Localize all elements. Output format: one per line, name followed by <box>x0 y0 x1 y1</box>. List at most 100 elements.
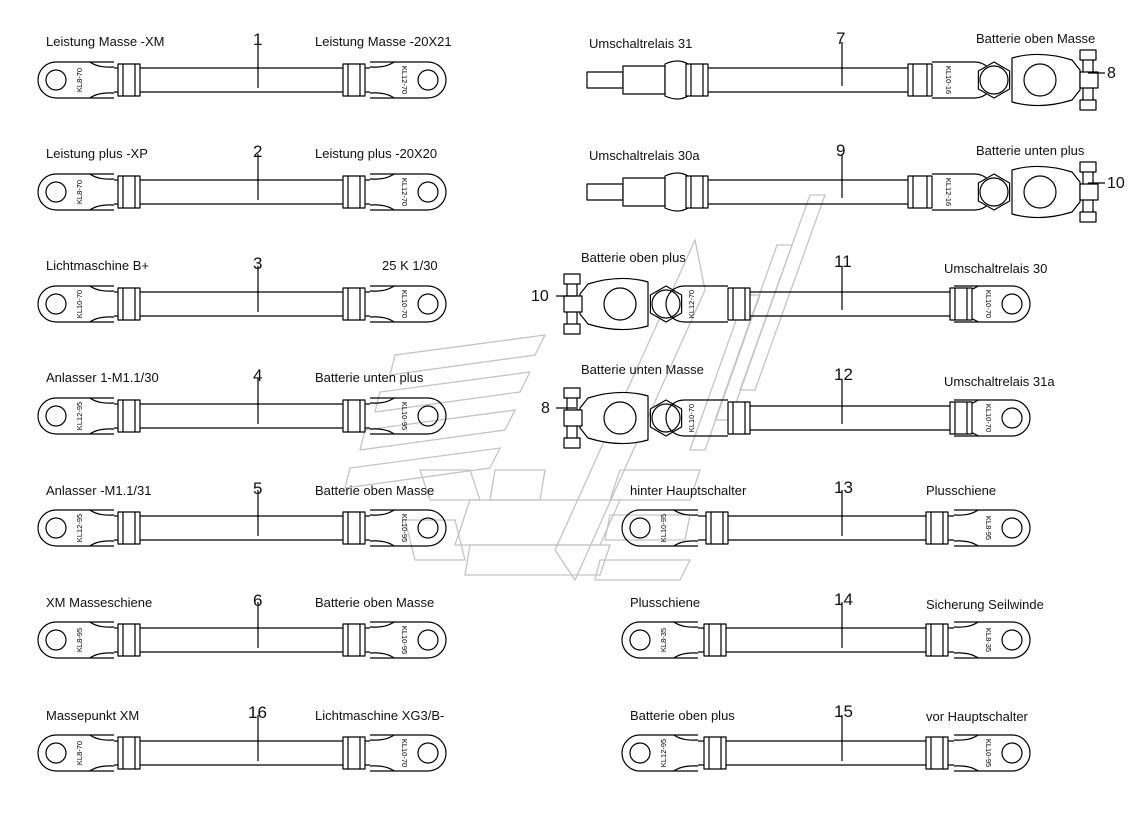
clamp-nut <box>1079 49 1097 61</box>
cable-12-terminal-ref: 8 <box>541 400 550 417</box>
cable-1-number: 1 <box>253 30 263 49</box>
lug-neck <box>369 621 395 659</box>
heat-shrink-sleeve <box>117 736 141 770</box>
cable-7-left-label: Umschaltrelais 31 <box>589 36 693 51</box>
right-lug-text: KL10-70 <box>984 290 993 318</box>
lug-neck <box>369 397 395 435</box>
cable-lug <box>37 397 114 435</box>
battery-clamp <box>1011 53 1081 107</box>
cable-lug <box>665 285 728 323</box>
cable-11-number: 11 <box>834 252 852 271</box>
cable-16-right-label: Lichtmaschine XG3/B- <box>315 708 445 723</box>
heat-shrink-sleeve <box>949 401 973 435</box>
heat-shrink-sleeve <box>342 63 366 97</box>
heat-shrink-sleeve <box>342 287 366 321</box>
stripped-end <box>586 183 624 201</box>
sleeve-flare <box>664 172 689 212</box>
cable-lug <box>370 173 447 211</box>
cable-7-number: 7 <box>836 29 846 48</box>
cable-lug <box>621 509 698 547</box>
cable-lug <box>621 734 698 772</box>
heat-shrink-sleeve <box>342 511 366 545</box>
heat-shrink-sleeve <box>117 63 141 97</box>
battery-clamp <box>1011 165 1081 219</box>
left-lug-text: KL10-70 <box>687 404 696 432</box>
cable-lug <box>37 285 114 323</box>
heat-shrink-sleeve <box>117 287 141 321</box>
battery-pole <box>603 287 637 321</box>
cable-lug <box>37 173 114 211</box>
lug-hole <box>1001 293 1023 315</box>
cable-12-right-label: Umschaltrelais 31a <box>944 374 1055 389</box>
cable-4-right-label: Batterie unten plus <box>315 370 424 385</box>
lug-neck <box>89 173 115 211</box>
cable-lug <box>954 285 1031 323</box>
heat-shrink-sleeve <box>342 399 366 433</box>
heat-shrink-sleeve <box>907 175 933 209</box>
right-lug-text: KL10-95 <box>400 402 409 430</box>
lug-hole <box>629 629 651 651</box>
left-lug-text: KL8-70 <box>75 180 84 204</box>
cable-13-number: 13 <box>834 478 853 497</box>
crimp-sleeve <box>622 177 666 207</box>
left-lug-text: KL8-35 <box>659 628 668 652</box>
lug-hole <box>1001 517 1023 539</box>
cable-3-right-label: 25 K 1/30 <box>382 258 438 273</box>
cable-lug <box>370 285 447 323</box>
lug-neck <box>953 734 979 772</box>
clamp-nut <box>1079 99 1097 111</box>
right-lug-text: KL12-70 <box>400 66 409 94</box>
heat-shrink-sleeve <box>727 401 751 435</box>
cable-12-left-label: Batterie unten Masse <box>581 362 704 377</box>
right-lug-text: KL10-16 <box>944 66 953 94</box>
lug-hole <box>45 69 67 91</box>
cable-6: KL8-95 KL10-95 <box>37 602 447 659</box>
cable-16-number: 16 <box>248 703 267 722</box>
lug-neck <box>89 397 115 435</box>
lug-hole <box>1001 407 1023 429</box>
cable-7: KL10-16 <box>586 42 1105 111</box>
heat-shrink-sleeve <box>703 736 727 770</box>
heat-shrink-sleeve <box>117 623 141 657</box>
battery-clamp <box>579 391 649 445</box>
right-lug-text: KL10-95 <box>400 626 409 654</box>
cable-3-left-label: Lichtmaschine B+ <box>46 258 149 273</box>
watermark-logo <box>344 194 826 582</box>
cable-7-terminal-ref: 8 <box>1107 65 1116 82</box>
cable-1-right-label: Leistung Masse -20X21 <box>315 34 452 49</box>
lug-hole <box>1001 742 1023 764</box>
cable-9: KL12-16 <box>586 154 1105 223</box>
cable-15-right-label: vor Hauptschalter <box>926 709 1028 724</box>
clamp-jaw <box>1079 183 1099 201</box>
cable-lug <box>954 509 1031 547</box>
crimp-sleeve <box>622 65 666 95</box>
heat-shrink-sleeve <box>907 63 933 97</box>
heat-shrink-sleeve <box>117 399 141 433</box>
lug-hole <box>417 69 439 91</box>
lug-hole <box>417 629 439 651</box>
cable-16-left-label: Massepunkt XM <box>46 708 140 723</box>
cable-lug <box>37 734 114 772</box>
lug-hole <box>417 517 439 539</box>
left-lug-text: KL8-95 <box>75 628 84 652</box>
heat-shrink-sleeve <box>925 736 949 770</box>
clamp-nut <box>563 273 581 285</box>
cable-9-terminal-ref: 10 <box>1107 175 1125 192</box>
lug-neck <box>369 734 395 772</box>
left-lug-text: KL10-95 <box>659 514 668 542</box>
lug-hole <box>417 742 439 764</box>
cable-2-left-label: Leistung plus -XP <box>46 146 148 161</box>
cable-5-number: 5 <box>253 479 263 498</box>
hex-nut <box>977 61 1011 99</box>
lug-neck <box>673 509 699 547</box>
lug-neck <box>89 734 115 772</box>
cable-lug <box>370 397 447 435</box>
lug-hole <box>45 293 67 315</box>
cable-9-right-label: Batterie unten plus <box>976 143 1085 158</box>
cable-2-right-label: Leistung plus -20X20 <box>315 146 438 161</box>
lug-neck <box>89 285 115 323</box>
right-lug-text: KL8-35 <box>984 628 993 652</box>
